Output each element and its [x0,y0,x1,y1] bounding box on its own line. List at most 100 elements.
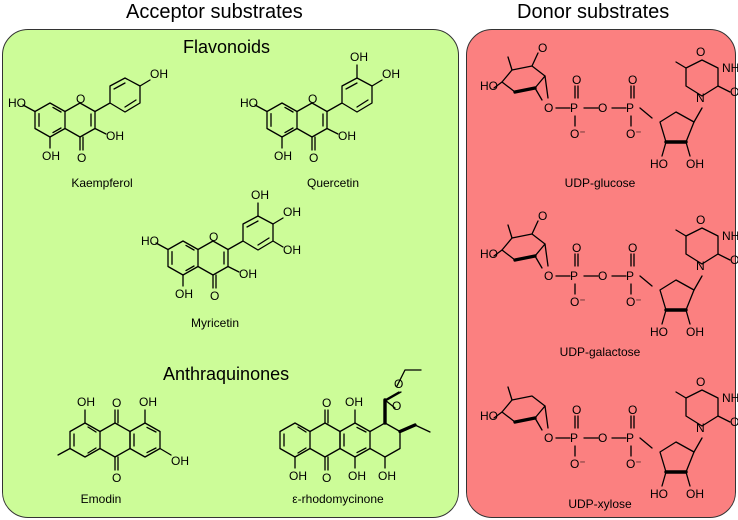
atom-label: OH [274,149,292,163]
atom-label: OH [289,469,307,483]
atom-label: O⁻ [570,127,586,141]
atom-label: O [112,471,121,485]
atom-label: O⁻ [570,457,586,471]
udp-xylose-caption: UDP-xylose [568,497,632,511]
atom-label: NH [722,61,738,75]
atom-label: O [730,415,738,429]
atom-label: OH [175,287,193,301]
atom-label: OH [345,395,363,409]
atom-label: O [544,269,553,283]
atom-label: O [76,92,85,106]
atom-label: O [628,403,637,417]
atom-label: O [730,85,738,99]
atom-label: O [322,471,331,485]
atom-label: O [77,151,86,165]
rhodomycinone-caption: ε-rhodomycinone [292,492,384,506]
atom-label: P [570,101,578,115]
atom-label: OH [686,487,704,501]
rhodomycinone-structure: OH O O OH OH OH O O [279,369,431,485]
atom-label: OH [239,267,257,281]
atom-label: O [598,101,607,115]
donor-panel [466,29,736,518]
atom-label: HO [240,96,258,110]
acceptor-header: Acceptor substrates [126,1,303,23]
udp-galactose-structure: HO O O P O P O O O⁻ O⁻ HO OH N NH O O [480,209,738,339]
atom-label: HO [141,234,159,248]
atom-label: HO [650,157,668,171]
atom-label: HO [650,487,668,501]
atom-label: NH [722,391,738,405]
atom-label: OH [686,157,704,171]
atom-label: HO [480,409,498,423]
atom-label: O [598,269,607,283]
atom-label: O [209,230,218,244]
atom-label: OH [171,454,189,468]
atom-label: O⁻ [626,127,642,141]
donor-header: Donor substrates [517,1,670,23]
atom-label: O⁻ [626,295,642,309]
atom-label: P [626,101,634,115]
atom-label: O [696,213,705,227]
atom-label: OH [338,129,356,143]
atom-label: HO [8,96,26,110]
atom-label: NH [722,229,738,243]
atom-label: O [572,403,581,417]
emodin-caption: Emodin [80,492,122,506]
atom-label: O [696,45,705,59]
atom-label: OH [106,129,124,143]
atom-label: HO [480,247,498,261]
atom-label: OH [348,469,366,483]
atom-label: O [538,209,547,223]
quercetin-caption: Quercetin [306,176,360,190]
udp-glucose-caption: UDP-glucose [564,176,636,190]
atom-label: O [696,375,705,389]
atom-label: OH [77,395,95,409]
atom-label: O [628,73,637,87]
atom-label: O [628,241,637,255]
atom-label: O [210,289,219,303]
atom-label: O [322,396,331,410]
atom-label: O [544,101,553,115]
atom-label: HO [480,79,498,93]
atom-label: OH [150,67,168,81]
atom-label: OH [251,188,269,202]
udp-xylose-structure: HO O P O P O O O⁻ O⁻ HO OH N NH O O [480,375,738,501]
atom-label: O [730,253,738,267]
atom-label: P [570,431,578,445]
atom-label: O [394,377,403,391]
quercetin-structure: O O HO OH OH OH OH [240,50,400,165]
atom-label: O [112,396,121,410]
kaempferol-structure: O O HO OH OH OH [8,67,168,165]
atom-label: O⁻ [626,457,642,471]
atom-label: OH [283,243,301,257]
kaempferol-caption: Kaempferol [71,176,133,190]
atom-label: P [626,269,634,283]
atom-label: HO [650,325,668,339]
atom-label: P [570,269,578,283]
atom-label: O [572,241,581,255]
myricetin-caption: Myricetin [190,316,240,330]
atom-label: OH [350,50,368,64]
atom-label: P [626,431,634,445]
atom-label: OH [382,67,400,81]
atom-label: O [392,399,401,413]
atom-label: OH [686,325,704,339]
atom-label: O [598,431,607,445]
flavonoids-heading: Flavonoids [183,37,271,57]
myricetin-structure: O O HO OH OH OH OH OH [141,188,301,303]
atom-label: O [308,92,317,106]
udp-glucose-structure: HO O O P O P O O O⁻ O⁻ HO OH N NH O O [480,41,738,171]
atom-label: O [309,151,318,165]
atom-label: OH [283,205,301,219]
udp-galactose-caption: UDP-galactose [559,345,641,359]
atom-label: O⁻ [570,295,586,309]
acceptor-panel [2,29,459,518]
atom-label: O [538,41,547,55]
anthraquinones-heading: Anthraquinones [163,364,290,384]
atom-label: N [696,259,705,273]
atom-label: N [696,91,705,105]
atom-label: OH [378,469,396,483]
atom-label: OH [139,395,157,409]
